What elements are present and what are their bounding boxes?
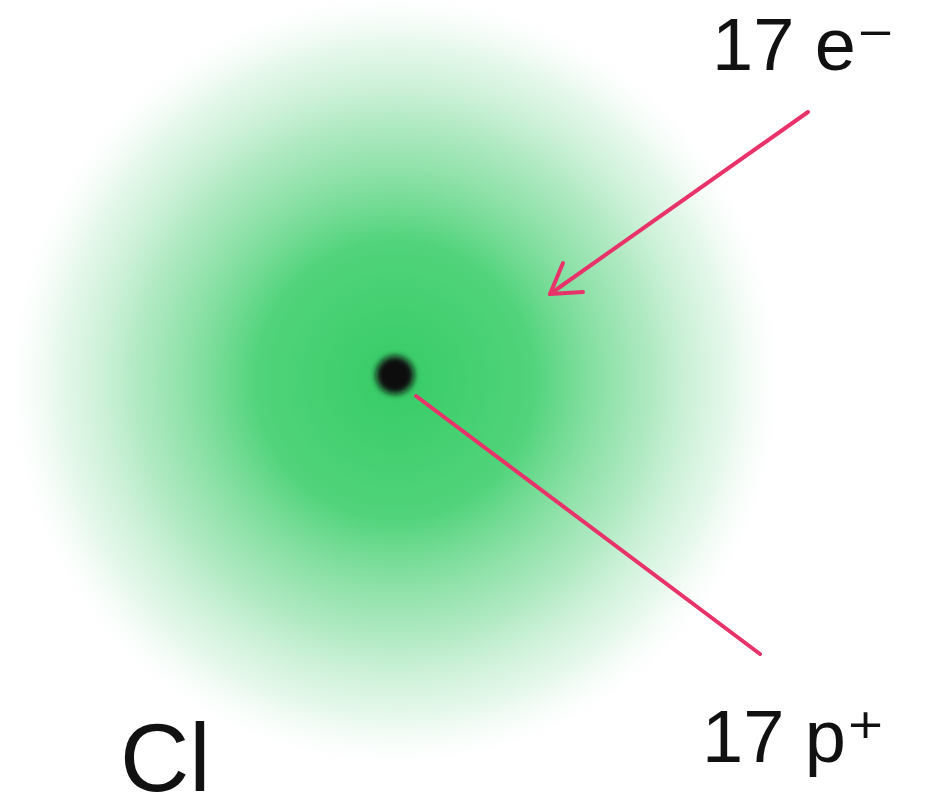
proton-count: 17 p⁺	[702, 700, 885, 774]
electron-count: 17 e⁻	[712, 8, 895, 82]
electron-cloud	[0, 0, 790, 775]
element-symbol: Cl	[120, 710, 211, 806]
arrowhead	[550, 263, 583, 294]
leader-line	[416, 396, 760, 654]
leader-line	[550, 112, 808, 294]
nucleus	[376, 356, 414, 394]
